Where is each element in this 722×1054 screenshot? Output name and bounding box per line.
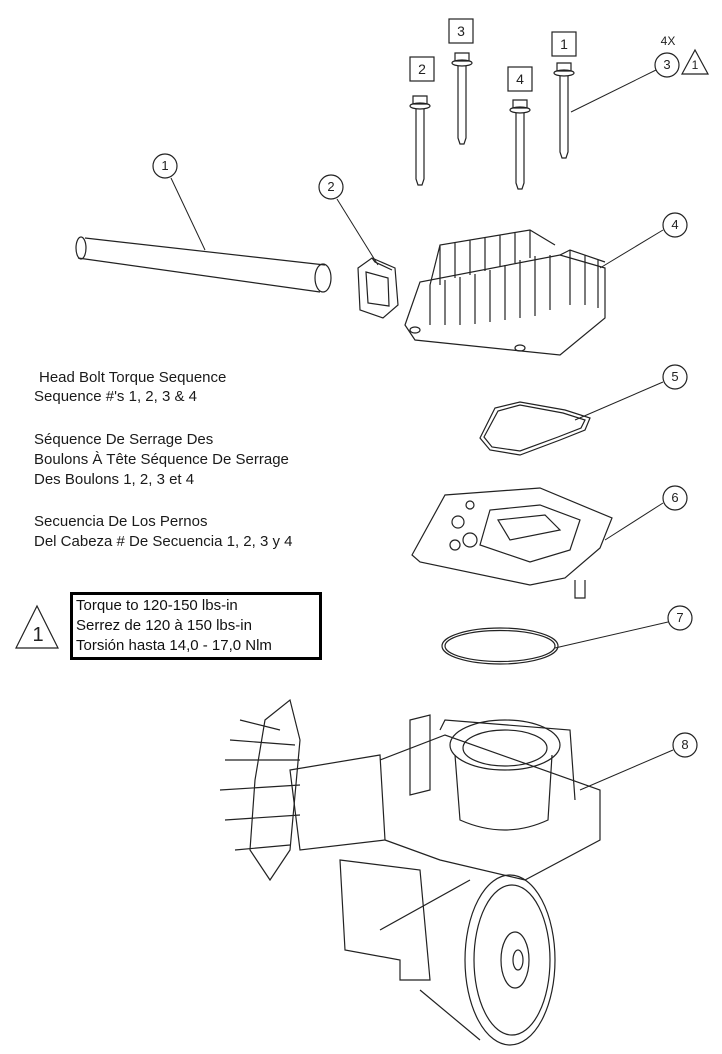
- bolt-seq-label-3: 3: [457, 23, 465, 39]
- part-seal: [357, 257, 399, 319]
- bolt-note-symbol: 1: [691, 58, 699, 72]
- sequence-line-en: Sequence #'s 1, 2, 3 & 4: [34, 388, 197, 405]
- part-gasket: [479, 401, 591, 456]
- warning-triangle-icon: [680, 48, 710, 75]
- leader-lines: [170, 69, 674, 791]
- part-cylinder-head: [404, 229, 606, 356]
- torque-note-box: Torque to 120-150 lbs-in Serrez de 120 à…: [70, 592, 322, 660]
- sequence-line-fr-3: Des Boulons 1, 2, 3 et 4: [34, 471, 195, 488]
- torque-line-es: Torsión hasta 14,0 - 17,0 Nlm: [76, 637, 272, 654]
- callout-6: 6: [671, 490, 679, 505]
- sequence-line-fr-2: Boulons À Tête Séquence De Serrage: [34, 451, 289, 468]
- warning-triangle-icon: [15, 604, 59, 649]
- bolt-seq-box-2: [409, 56, 435, 82]
- callout-1: 1: [161, 158, 169, 173]
- callout-7: 7: [676, 610, 684, 625]
- bolt-2: [409, 95, 431, 186]
- bolt-seq-label-4: 4: [516, 71, 524, 87]
- bolt-quantity: 4X: [660, 34, 676, 48]
- callout-3: 3: [663, 57, 671, 72]
- torque-line-fr: Serrez de 120 à 150 lbs-in: [76, 617, 252, 634]
- bolt-seq-label-2: 2: [418, 61, 426, 77]
- callout-4: 4: [671, 217, 679, 232]
- bolt-seq-box-4: [507, 66, 533, 92]
- bolt-4: [509, 99, 531, 190]
- callout-circles: [152, 52, 698, 758]
- callout-8: 8: [681, 737, 689, 752]
- bolt-seq-box-1: [551, 31, 577, 57]
- sequence-line-fr-1: Séquence De Serrage Des: [34, 431, 214, 448]
- sequence-title-en: Head Bolt Torque Sequence: [39, 369, 227, 386]
- callout-5: 5: [671, 369, 679, 384]
- bolt-seq-box-3: [448, 18, 474, 44]
- bolts: [409, 18, 577, 190]
- part-motor-assembly: [219, 698, 601, 1046]
- part-valve-plate: [411, 487, 613, 599]
- bolt-3: [451, 52, 473, 145]
- part-tube: [75, 236, 332, 293]
- torque-line-en: Torque to 120-150 lbs-in: [76, 597, 238, 614]
- callout-2: 2: [327, 179, 335, 194]
- sequence-line-es-2: Del Cabeza # De Secuencia 1, 2, 3 y 4: [34, 533, 293, 550]
- bolt-1: [553, 62, 575, 159]
- torque-note-symbol: 1: [32, 624, 44, 646]
- part-o-ring: [441, 627, 559, 665]
- bolt-seq-label-1: 1: [560, 36, 568, 52]
- sequence-line-es-1: Secuencia De Los Pernos: [34, 513, 208, 530]
